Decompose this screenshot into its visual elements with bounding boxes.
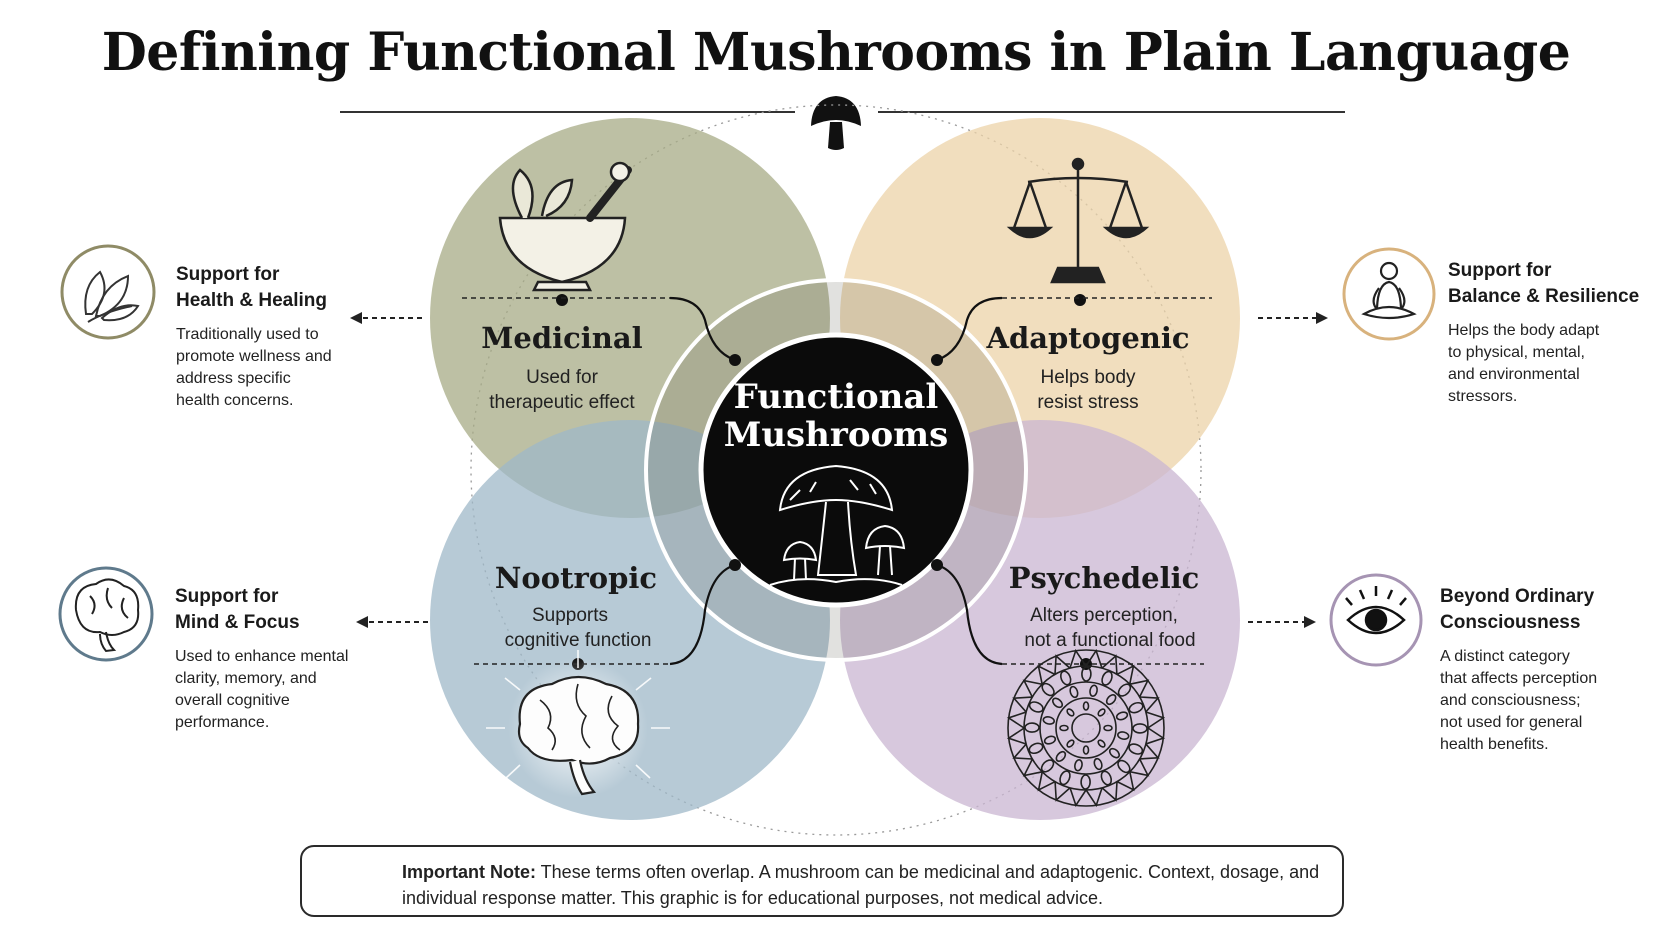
mind-icon-ring [58, 566, 154, 662]
important-note-body: These terms often overlap. A mushroom ca… [402, 862, 1320, 908]
nootropic-desc-line2: cognitive function [505, 630, 652, 651]
important-note-text: Important Note: These terms often overla… [402, 859, 1322, 911]
adaptogenic-label: Adaptogenic [985, 321, 1189, 355]
side-text-balance: Helps the body adapt to physical, mental… [1448, 322, 1600, 405]
eye-icon [1345, 586, 1407, 635]
mushroom-cluster-icon [769, 464, 906, 586]
side-text-consciousness: A distinct category that affects percept… [1440, 648, 1598, 753]
important-note-box: Important Note: These terms often overla… [300, 845, 1344, 917]
important-note-label: Important Note: [402, 862, 536, 882]
side-heading-mind: Support for Mind & Focus [175, 586, 300, 633]
side-panel-consciousness: Beyond Ordinary Consciousness A distinct… [1440, 584, 1660, 756]
center-title-line1: Functional [734, 377, 939, 417]
center-circle [698, 332, 974, 608]
brain-icon [74, 578, 140, 653]
connectors [669, 296, 1003, 666]
balance-icon-ring [1342, 247, 1436, 341]
health-icon-ring [60, 244, 156, 340]
psychedelic-label: Psychedelic [1009, 561, 1200, 595]
side-heading-health: Support for Health & Healing [176, 264, 327, 311]
side-heading-balance: Support for Balance & Resilience [1448, 260, 1640, 307]
side-text-mind: Used to enhance mental clarity, memory, … [175, 648, 349, 731]
side-panel-balance: Support for Balance & Resilience Helps t… [1448, 258, 1668, 408]
side-text-health: Traditionally used to promote wellness a… [176, 326, 332, 409]
side-heading-consciousness: Beyond Ordinary Consciousness [1440, 586, 1595, 633]
petal-dashed-lines [462, 297, 1212, 665]
nootropic-label: Nootropic [495, 561, 657, 595]
title-mushroom-icon [811, 96, 861, 150]
psychedelic-desc-line2: not a functional food [1024, 630, 1195, 651]
mortar-pestle-icon [498, 161, 632, 292]
leaves-icon [84, 270, 140, 323]
meditation-icon [1361, 261, 1417, 320]
psychedelic-desc-line1: Alters perception, [1030, 605, 1178, 626]
adaptogenic-desc-line2: resist stress [1037, 392, 1138, 413]
outer-dotted-ring [470, 104, 1202, 836]
center-title-line2: Mushrooms [724, 415, 949, 455]
mandala-icon [1006, 648, 1166, 808]
medicinal-desc-line2: therapeutic effect [489, 392, 635, 413]
balance-scale-icon [1006, 157, 1150, 284]
adaptogenic-desc-line1: Helps body [1040, 367, 1136, 388]
medicinal-label: Medicinal [481, 321, 642, 355]
glowing-brain-icon [486, 650, 670, 798]
arrows [350, 312, 1328, 628]
page-title: Defining Functional Mushrooms in Plain L… [101, 22, 1571, 83]
medicinal-desc-line1: Used for [526, 367, 598, 388]
nootropic-desc-line1: Supports [532, 605, 608, 626]
side-panel-mind: Support for Mind & Focus Used to enhance… [175, 584, 415, 734]
side-panel-health: Support for Health & Healing Traditional… [176, 262, 416, 412]
